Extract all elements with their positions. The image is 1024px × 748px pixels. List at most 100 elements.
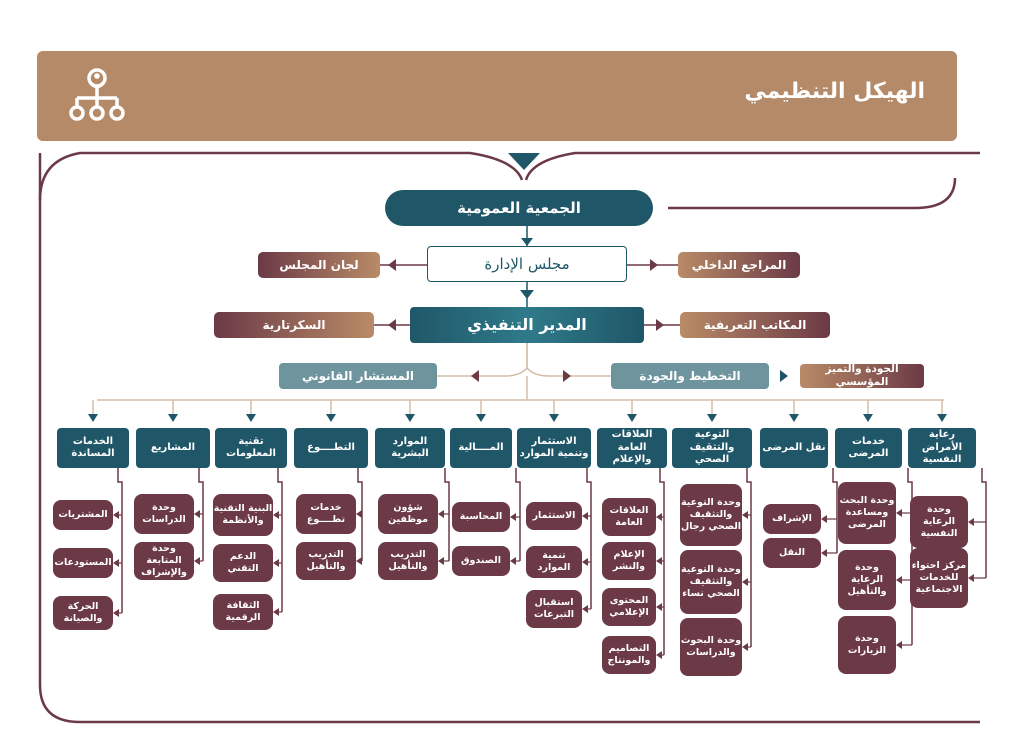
unit-box: الصندوق — [452, 546, 510, 576]
down-arrow — [627, 414, 637, 422]
down-arrow — [521, 238, 533, 246]
planning-quality-box: التخطيط والجودة — [611, 363, 769, 389]
left-arrow — [510, 557, 516, 565]
left-arrow — [582, 558, 588, 566]
unit-box: الإعلام والنشر — [602, 542, 656, 580]
right-arrow — [780, 370, 788, 382]
executive-offices-box: المكاتب التعريفية — [680, 312, 830, 338]
left-arrow — [821, 549, 827, 557]
bracket — [117, 468, 123, 613]
left-arrow — [656, 651, 662, 659]
board-box: مجلس الإدارة — [427, 246, 627, 282]
down-arrow — [789, 414, 799, 422]
down-arrow — [88, 414, 98, 422]
unit-box: وحدة الرعاية والتأهيل — [838, 550, 896, 610]
left-arrow — [510, 513, 516, 521]
department-box: نقل المرضى — [760, 428, 828, 468]
bracket — [746, 468, 752, 647]
left-arrow — [742, 511, 748, 519]
unit-box: البنية التقنية والأنظمة — [213, 494, 273, 536]
unit-box: وحدة البحث ومساعدة المرضى — [838, 482, 896, 544]
department-box: المشاريع — [136, 428, 210, 468]
left-arrow — [113, 559, 119, 567]
connector — [526, 343, 611, 377]
unit-box: وحدة الدراسات — [134, 494, 194, 534]
unit-box: التصاميم والمونتاج — [602, 636, 656, 674]
left-arrow — [656, 557, 662, 565]
department-box: تقنية المعلومات — [215, 428, 287, 468]
unit-box: وحدة التوعية والتثقيف الصحي رجال — [680, 484, 742, 546]
left-arrow — [273, 608, 279, 616]
general-assembly-box: الجمعية العمومية — [385, 190, 653, 226]
unit-box: وحدة المتابعة والإشراف — [134, 542, 194, 580]
bracket — [198, 468, 204, 561]
excellence-box: الجودة والتميز المؤسسي — [800, 363, 924, 388]
unit-box: الدعم التقني — [213, 544, 273, 582]
left-arrow — [194, 557, 200, 565]
left-arrow — [113, 511, 119, 519]
left-arrow — [582, 512, 588, 520]
left-arrow — [968, 518, 974, 526]
header-banner: الهيكل التنظيمي — [37, 51, 957, 141]
left-arrow — [113, 609, 119, 617]
down-arrow — [246, 414, 256, 422]
unit-box: المستودعات — [53, 548, 113, 578]
unit-box: المشتريات — [53, 500, 113, 530]
connector — [97, 376, 944, 401]
unit-box: شؤون موظفين — [378, 494, 438, 534]
unit-box: استقبال التبرعات — [526, 590, 582, 628]
unit-box: خدمات تطــــوع — [296, 494, 356, 534]
frame-line — [38, 153, 980, 724]
frame-line — [668, 177, 957, 210]
unit-box: مركز احتواء للخدمات الاجتماعية — [910, 548, 968, 608]
right-arrow — [563, 370, 571, 382]
down-arrow — [937, 414, 947, 422]
left-arrow — [896, 641, 902, 649]
left-arrow — [742, 578, 748, 586]
unit-box: وحدة البحوث والدراسات — [680, 618, 742, 676]
bracket — [659, 468, 665, 655]
left-arrow — [656, 513, 662, 521]
department-box: رعاية الأمراض النفسية — [908, 428, 976, 468]
down-arrow — [520, 290, 534, 299]
department-box: الاستثمار وتنمية الموارد — [517, 428, 591, 468]
left-arrow — [471, 370, 479, 382]
department-box: التطــــوع — [294, 428, 368, 468]
department-box: خدمات المرضى — [835, 428, 902, 468]
unit-box: الثقافة الرقمية — [213, 594, 273, 630]
bracket — [277, 468, 283, 612]
bracket — [515, 468, 521, 561]
left-arrow — [273, 511, 279, 519]
right-arrow — [650, 259, 658, 271]
department-box: العلاقات العامة والإعلام — [597, 428, 667, 468]
board-committees-box: لجان المجلس — [258, 252, 380, 278]
unit-box: التدريب والتأهيل — [378, 542, 438, 580]
down-arrow — [476, 414, 486, 422]
bracket — [586, 468, 592, 609]
legal-advisor-box: المستشار القانوني — [279, 363, 437, 389]
down-arrow — [168, 414, 178, 422]
left-arrow — [356, 557, 362, 565]
left-arrow — [742, 643, 748, 651]
secretariat-box: السكرتارية — [214, 312, 374, 338]
unit-box: وحدة التوعية والتثقيف الصحي نساء — [680, 550, 742, 614]
down-arrow — [863, 414, 873, 422]
down-arrow — [549, 414, 559, 422]
internal-audit-box: المراجع الداخلي — [678, 252, 800, 278]
left-arrow — [896, 576, 902, 584]
department-box: الموارد البشرية — [375, 428, 445, 468]
unit-box: الحركة والصيانة — [53, 596, 113, 630]
org-structure-icon — [69, 68, 125, 121]
left-arrow — [968, 574, 974, 582]
right-arrow — [656, 319, 664, 331]
ceo-box: المدير التنفيذي — [410, 307, 644, 343]
frame-line — [524, 151, 980, 181]
bracket — [981, 468, 987, 578]
down-arrow — [405, 414, 415, 422]
left-arrow — [356, 510, 362, 518]
unit-box: الاستثمار — [526, 502, 582, 530]
unit-box: وحدة الزيارات — [838, 616, 896, 674]
left-arrow — [438, 557, 444, 565]
down-arrow — [508, 153, 540, 170]
